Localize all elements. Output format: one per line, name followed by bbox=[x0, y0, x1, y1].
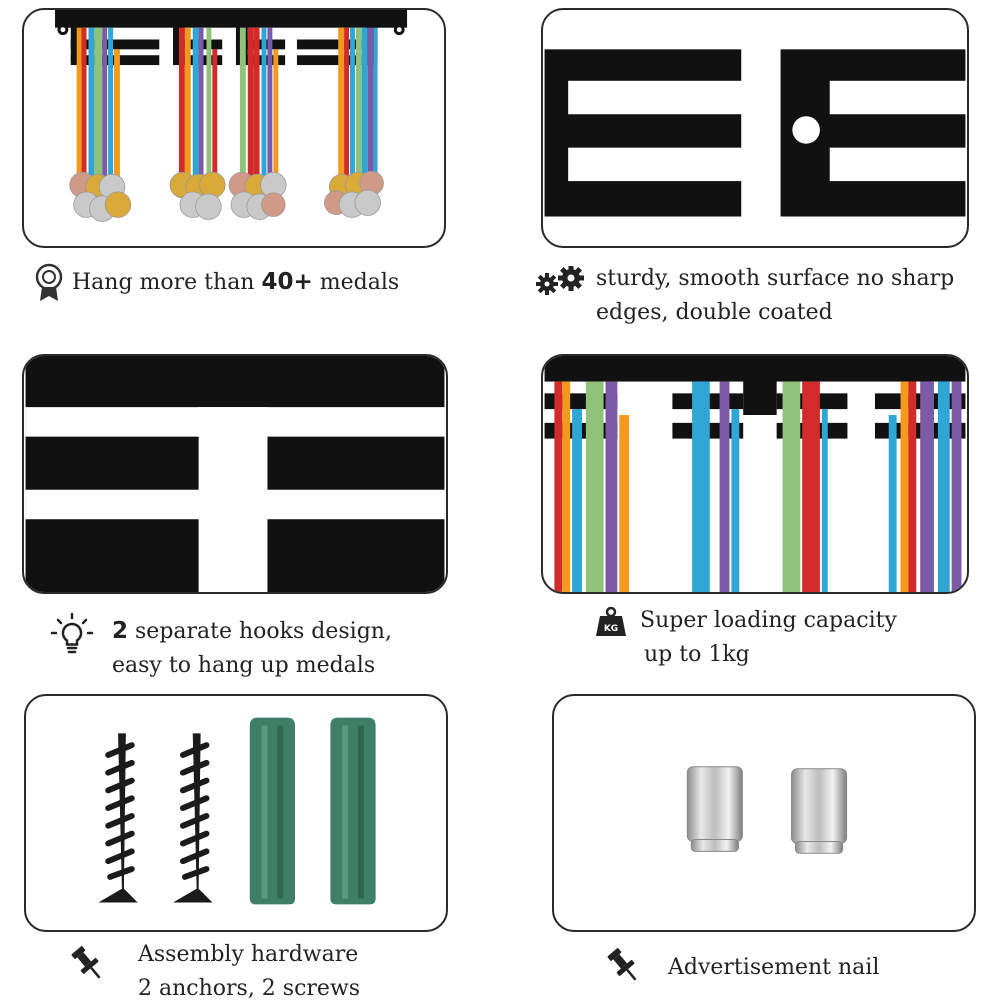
medal-count: 40+ bbox=[261, 269, 313, 295]
product-image-rack-with-medals bbox=[22, 8, 446, 248]
screws-anchors-illustration bbox=[98, 717, 376, 905]
pushpin-icon bbox=[70, 944, 106, 984]
product-image-separate-hooks bbox=[22, 354, 448, 594]
feature-caption-surface: sturdy, smooth surface no sharp edges, d… bbox=[596, 266, 955, 325]
feature-caption-capacity: Super loading capacity up to 1kg bbox=[640, 608, 897, 667]
hook-count: 2 bbox=[112, 618, 129, 644]
gears-icon bbox=[535, 266, 587, 296]
product-image-advertisement-nails bbox=[552, 694, 976, 932]
feature-caption-nail: Advertisement nail bbox=[668, 955, 880, 980]
medal-ribbon-icon bbox=[33, 263, 65, 303]
hook-closeup-illustration bbox=[544, 49, 967, 217]
product-image-screws-anchors bbox=[24, 694, 448, 932]
pushpin-icon bbox=[606, 946, 642, 986]
product-image-ribbons-closeup bbox=[541, 354, 969, 594]
kg-label: KG bbox=[604, 624, 618, 634]
lightbulb-icon bbox=[50, 612, 94, 656]
ribbons-closeup-illustration bbox=[544, 356, 966, 592]
rack-with-medals-illustration bbox=[55, 10, 408, 222]
feature-caption-medals: Hang more than 40+ medals bbox=[72, 269, 400, 295]
kg-weight-icon: KG bbox=[594, 606, 628, 638]
advertisement-nails-illustration bbox=[686, 766, 848, 854]
separate-hooks-illustration bbox=[25, 356, 445, 592]
feature-caption-hooks: 2 separate hooks design, easy to hang up… bbox=[112, 618, 392, 678]
feature-caption-hardware: Assembly hardware 2 anchors, 2 screws bbox=[138, 942, 361, 1001]
product-image-hook-closeup bbox=[541, 8, 969, 248]
